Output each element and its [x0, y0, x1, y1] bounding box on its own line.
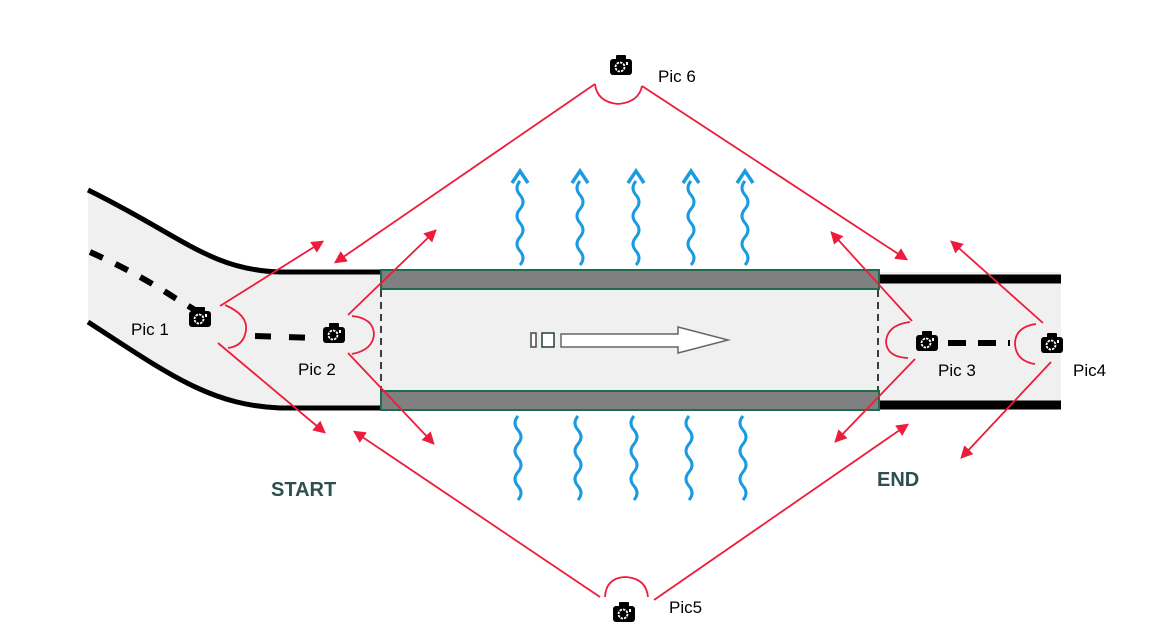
end-label: END: [877, 469, 919, 491]
heat-waves-top: [510, 167, 755, 266]
start-road: [86, 187, 382, 411]
pic2-view-arc: [351, 315, 375, 355]
heat-wave-down: [738, 415, 748, 501]
pic5-view-line-left: [352, 430, 601, 598]
heat-wave-up: [515, 180, 525, 266]
bridge-bottom-rail: [380, 390, 880, 411]
start-label: START: [271, 479, 336, 501]
arrow-right-icon: [560, 326, 731, 354]
pic2-view-line-up: [347, 229, 437, 316]
end-road: [878, 272, 1061, 410]
pic6-view-arc: [594, 83, 643, 105]
pic1-view-arc: [224, 304, 248, 349]
heat-wave-down: [684, 415, 694, 501]
camera-icon: [609, 54, 633, 76]
heat-wave-down: [629, 415, 639, 501]
camera-label: Pic5: [669, 598, 702, 617]
heat-wave-up: [631, 180, 641, 266]
heat-wave-arrowhead-icon: [626, 167, 646, 184]
pic3-view-arc: [885, 321, 911, 359]
start-road-centerline-straight: [254, 333, 319, 341]
camera-pic3[interactable]: Pic 3: [915, 330, 976, 380]
pic1-view-line-up: [219, 240, 325, 307]
bridge-section: [380, 269, 880, 411]
camera-pic6[interactable]: Pic 6: [609, 54, 696, 86]
pic6-view-line-left: [333, 83, 596, 264]
heat-waves-bottom: [513, 415, 748, 501]
pic1-view-line-down: [217, 342, 326, 434]
camera-label: Pic 3: [938, 361, 976, 380]
camera-label: Pic4: [1073, 361, 1106, 380]
camera-pic2[interactable]: Pic 2: [298, 322, 346, 379]
camera-label: Pic 2: [298, 360, 336, 379]
heat-wave-up: [740, 180, 750, 266]
camera-label: Pic 1: [131, 320, 169, 339]
heat-wave-arrowhead-icon: [570, 167, 590, 184]
pic4-view-line-up: [950, 240, 1044, 324]
start-road-surface: [88, 190, 382, 408]
bridge-top-rail: [380, 269, 880, 290]
pic4-view-arc: [1014, 323, 1037, 365]
pic5-view-arc: [604, 576, 649, 598]
start-road-bottom-edge: [86, 319, 382, 411]
pic4-view-line-down: [960, 361, 1052, 459]
end-road-surface: [878, 272, 1061, 408]
pic3-view-line-down: [834, 358, 916, 443]
heat-wave-up: [686, 180, 696, 266]
pic6-view-line-right: [641, 85, 909, 261]
start-road-centerline: [88, 249, 207, 319]
camera-pic5[interactable]: Pic5: [612, 598, 702, 623]
heat-wave-up: [575, 180, 585, 266]
camera-view-lines: [217, 83, 1052, 601]
heat-wave-arrowhead-icon: [681, 167, 701, 184]
camera-pic4[interactable]: Pic4: [1040, 332, 1106, 380]
heat-wave-arrowhead-icon: [735, 167, 755, 184]
camera-pic1[interactable]: Pic 1: [131, 306, 212, 339]
camera-label: Pic 6: [658, 67, 696, 86]
pic2-view-line-down: [347, 352, 435, 445]
pic5-view-line-right: [653, 423, 910, 601]
heat-wave-arrowhead-icon: [510, 167, 530, 184]
pic3-view-line-up: [830, 231, 913, 322]
heat-wave-down: [513, 415, 523, 501]
start-road-top-edge: [86, 187, 382, 275]
flow-direction-arrow: [530, 326, 731, 354]
heat-wave-down: [573, 415, 583, 501]
camera-icon: [612, 601, 636, 623]
